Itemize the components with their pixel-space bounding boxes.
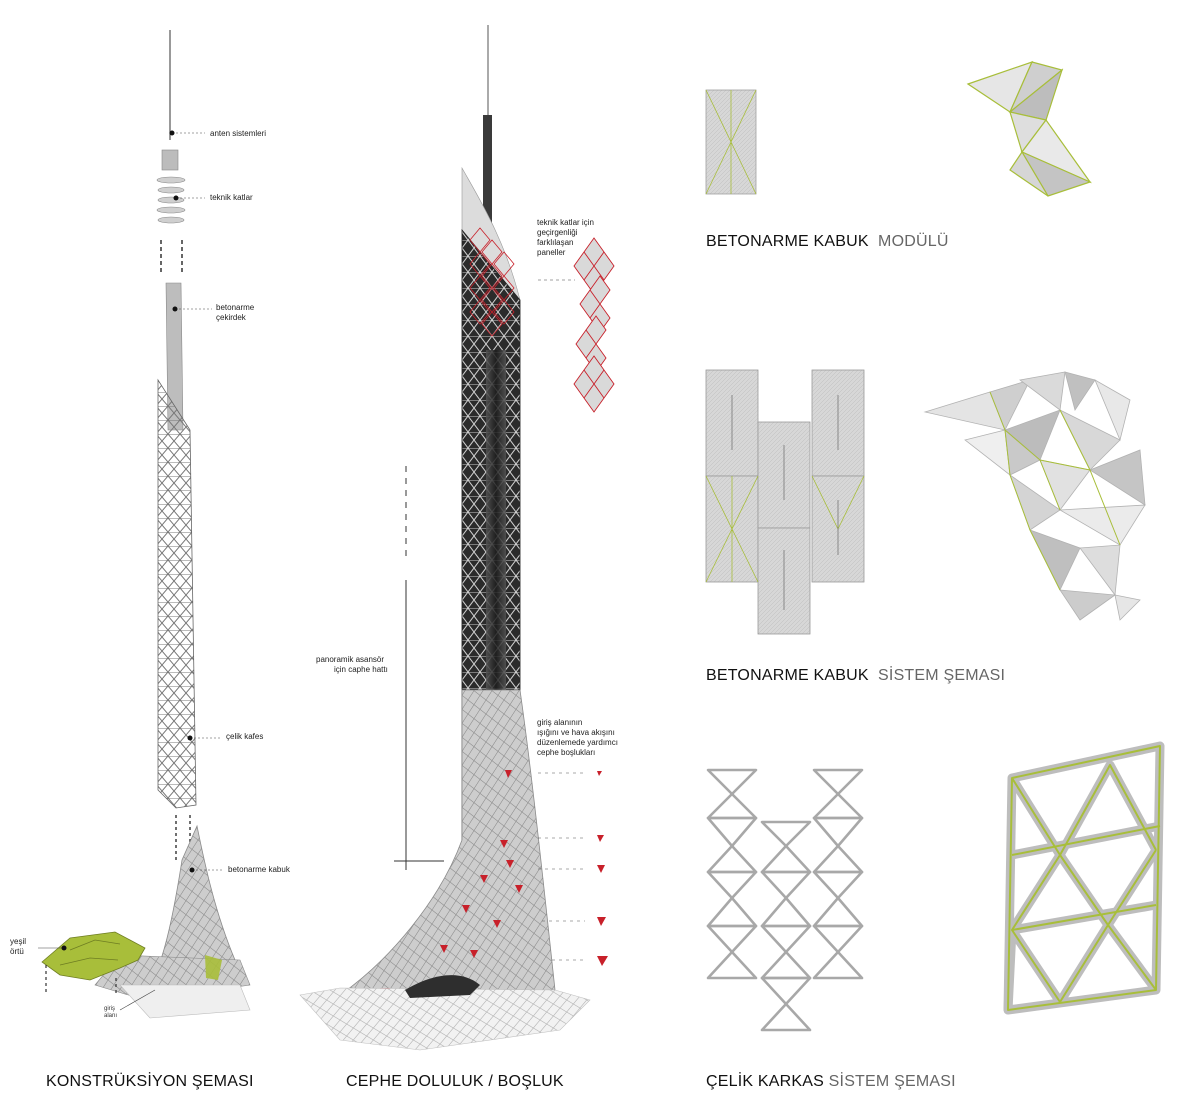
label-green-roof-1: yeşil (10, 937, 27, 946)
lattice-dot (187, 735, 193, 741)
technical-dot (173, 195, 179, 201)
core-dot (172, 306, 178, 312)
label-concrete-core-1: betonarme (216, 303, 255, 312)
antenna-dot (169, 130, 175, 136)
title-shell-system-sub: SİSTEM ŞEMASI (878, 667, 1006, 684)
tower-red-panels (469, 227, 515, 337)
label-tech-panels-4: paneller (537, 248, 566, 257)
label-tech-panels-3: farklılaşan (537, 238, 574, 247)
title-shell-system: BETONARME KABUK SİSTEM ŞEMASI (706, 667, 1005, 685)
steel-frame-3d (1003, 741, 1165, 1015)
label-green-roof-2: örtü (10, 947, 24, 956)
shell-system-folded (923, 371, 1146, 621)
ground-plaza (299, 987, 591, 1051)
shell-green-accent (205, 955, 222, 980)
label-elevator-1: panoramik asansör (316, 655, 385, 664)
panel-callouts (573, 237, 615, 413)
title-facade-scheme: CEPHE DOLULUK / BOŞLUK (346, 1073, 564, 1091)
label-entrance-voids-1: giriş alanının (537, 718, 583, 727)
label-entrance-1: giriş (104, 1006, 116, 1012)
title-shell-system-main: BETONARME KABUK (706, 667, 869, 684)
label-concrete-core-2: çekirdek (216, 313, 246, 322)
shell-module-flat (705, 89, 757, 195)
tower-top-core (483, 115, 492, 235)
title-steel-frame: ÇELİK KARKAS SİSTEM ŞEMASI (706, 1073, 956, 1091)
label-entrance-voids-3: düzenlemede yardımcı (537, 738, 618, 747)
facade-scheme (299, 25, 615, 1051)
label-tech-panels-2: geçirgenliği (537, 228, 578, 237)
title-steel-frame-sub: SİSTEM ŞEMASI (828, 1073, 956, 1090)
label-tech-panels-1: teknik katlar için (537, 218, 594, 227)
steel-frame-flat (706, 768, 864, 1032)
label-steel-lattice: çelik kafes (226, 732, 264, 741)
void-callouts (597, 771, 608, 966)
label-antenna-systems: anten sistemleri (210, 129, 267, 138)
label-entrance-voids-2: ışığını ve hava akışını (537, 728, 615, 737)
shell-module-folded (966, 60, 1092, 197)
label-entrance-voids-4: cephe boşlukları (537, 748, 596, 757)
entrance-dark-void (405, 975, 480, 998)
technical-floors (156, 149, 186, 275)
green-roof-dot (61, 945, 67, 951)
shell-system-flat (705, 369, 865, 635)
title-steel-frame-main: ÇELİK KARKAS (706, 1073, 825, 1090)
label-technical-floors: teknik katlar (210, 193, 253, 202)
construction-scheme (38, 30, 251, 1019)
label-entrance-2: alanı (104, 1013, 118, 1019)
steel-lattice (157, 378, 197, 809)
title-construction-text: KONSTRÜKSİYON ŞEMASI (46, 1073, 254, 1090)
tower-shell-base (338, 689, 556, 996)
void-leaders (538, 772, 585, 961)
title-facade-text: CEPHE DOLULUK / BOŞLUK (346, 1073, 564, 1090)
title-shell-module: BETONARME KABUK MODÜLÜ (706, 233, 949, 251)
title-shell-module-sub: MODÜLÜ (878, 233, 949, 250)
shell-dot (189, 867, 195, 873)
title-construction-scheme: KONSTRÜKSİYON ŞEMASI (46, 1073, 254, 1091)
elevator-line (394, 466, 444, 870)
entrance-area (119, 984, 251, 1019)
label-elevator-2: için caphe hattı (334, 665, 388, 674)
label-concrete-shell: betonarme kabuk (228, 865, 290, 874)
title-shell-module-main: BETONARME KABUK (706, 233, 869, 250)
entrance-leader (119, 989, 156, 1011)
